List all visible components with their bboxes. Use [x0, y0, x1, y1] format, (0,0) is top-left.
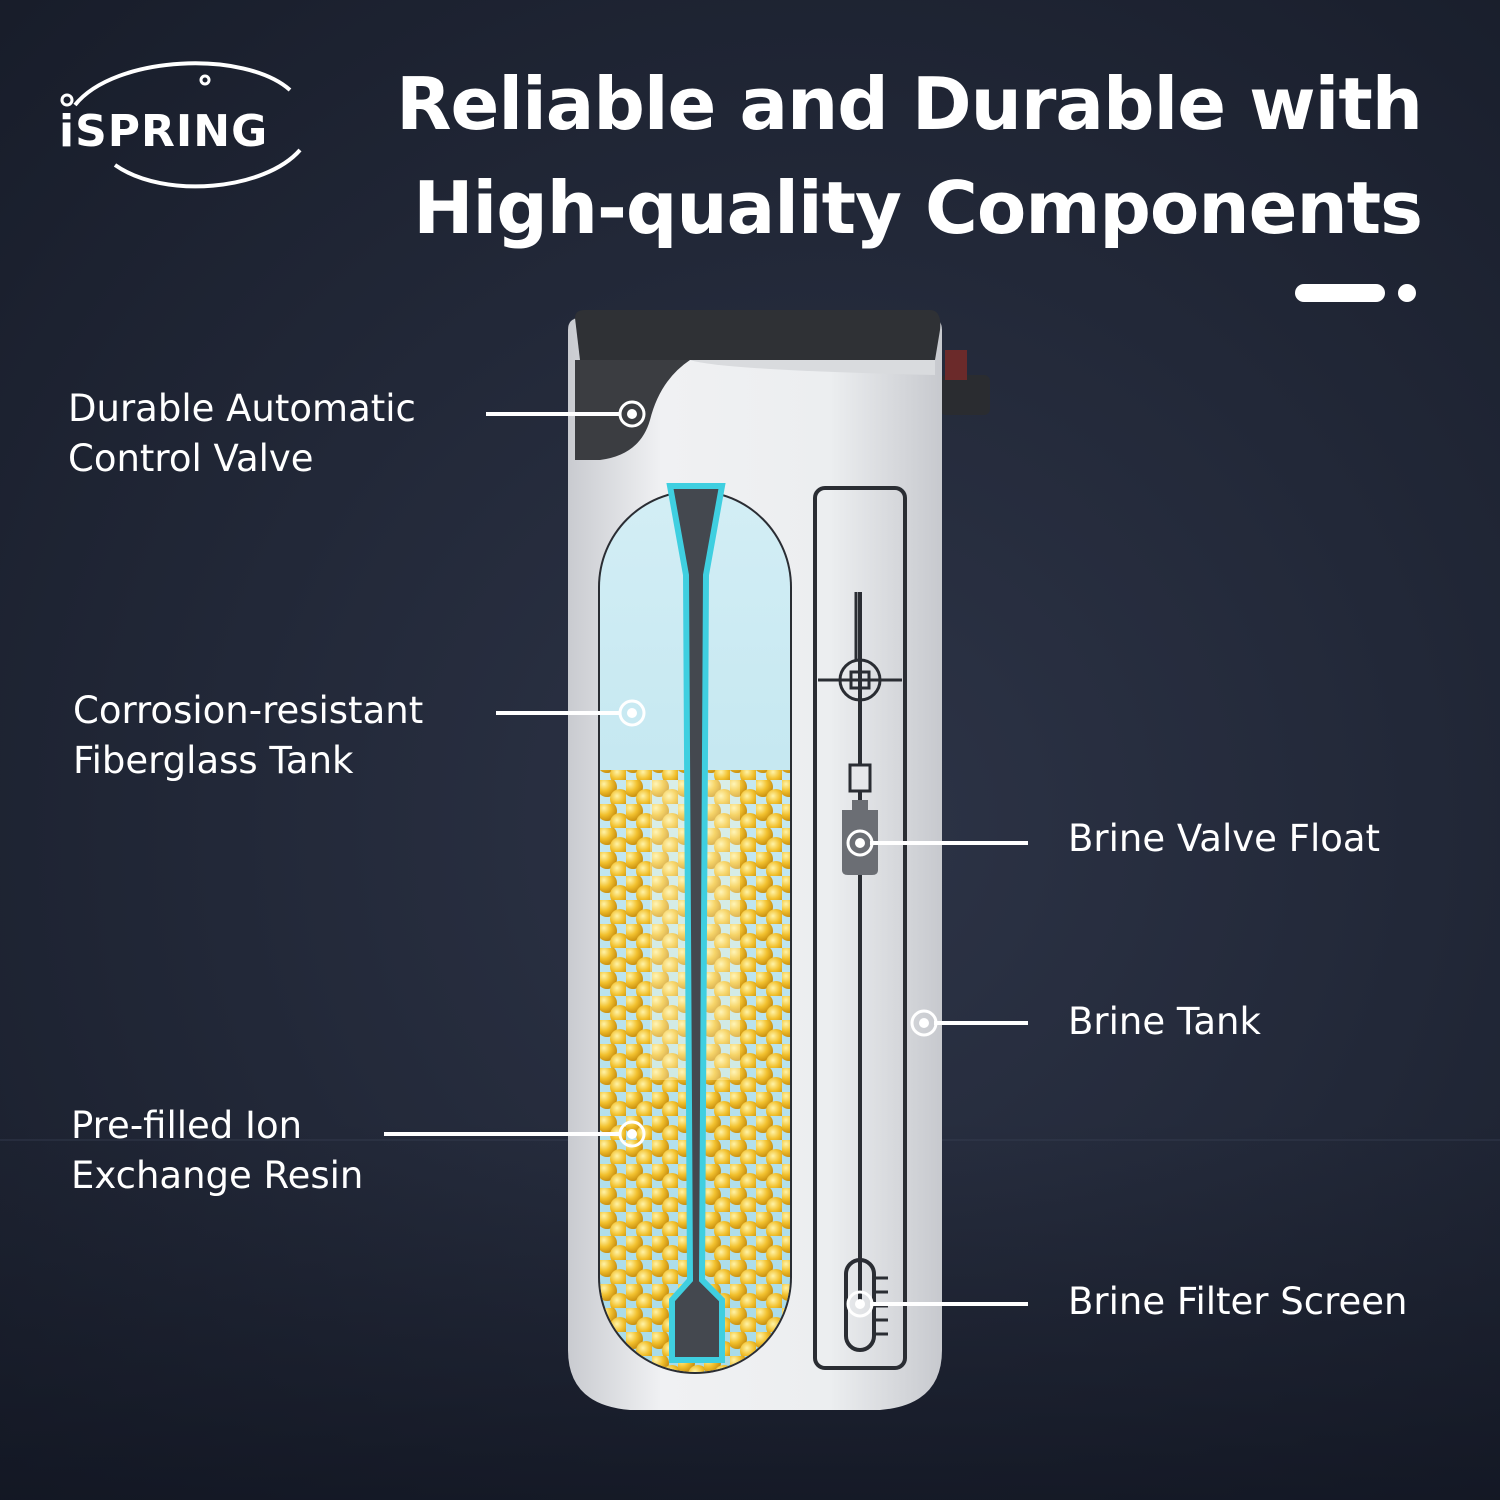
- bypass-connector: [940, 375, 990, 415]
- label-brine-tank: Brine Tank: [1068, 1000, 1261, 1043]
- water-softener-diagram: [568, 310, 990, 1410]
- lid-edge: [690, 360, 935, 375]
- pagination-pill: [1295, 284, 1385, 302]
- headline-line-2: High-quality Components: [413, 166, 1423, 250]
- callout-center-brine-tank: [919, 1018, 929, 1028]
- callout-center-float: [855, 838, 865, 848]
- callout-dot-tank: [618, 699, 646, 727]
- label-fiberglass-tank-line-1: Corrosion-resistant: [73, 689, 424, 732]
- logo-text: iSPRING: [59, 106, 269, 157]
- callout-center-tank: [627, 708, 637, 718]
- brine-well: [813, 486, 907, 1370]
- page-headline: Reliable and Durable with High-quality C…: [342, 52, 1423, 260]
- label-fiberglass-tank-line-2: Fiberglass Tank: [73, 739, 354, 782]
- callout-dot-brine-tank: [910, 1009, 938, 1037]
- label-ion-exchange-resin-line-2: Exchange Resin: [71, 1154, 364, 1197]
- label-control-valve: Durable Automatic Control Valve: [68, 384, 416, 484]
- headline-line-1: Reliable and Durable with: [396, 62, 1423, 146]
- pagination-dot: [1398, 284, 1416, 302]
- drain-fitting: [945, 350, 967, 380]
- riser-tube: [666, 483, 726, 1363]
- label-brine-valve-float: Brine Valve Float: [1068, 817, 1381, 860]
- callout-dot-resin: [618, 1120, 646, 1148]
- label-control-valve-line-2: Control Valve: [68, 437, 314, 480]
- label-brine-filter-screen: Brine Filter Screen: [1068, 1280, 1408, 1323]
- cabinet-lid: [575, 310, 941, 360]
- callout-center-resin: [627, 1129, 637, 1139]
- callout-dot-valve: [618, 400, 646, 428]
- callout-center-valve: [627, 409, 637, 419]
- ispring-logo: iSPRING: [55, 50, 310, 190]
- brine-coupler: [848, 763, 872, 793]
- label-fiberglass-tank: Corrosion-resistant Fiberglass Tank: [73, 686, 423, 786]
- logo-swoosh-icon: [60, 61, 302, 189]
- callout-dot-float: [846, 829, 874, 857]
- label-ion-exchange-resin: Pre-filled Ion Exchange Resin: [71, 1101, 363, 1201]
- filter-screen-grid: [874, 1276, 888, 1336]
- callout-dot-screen: [846, 1290, 874, 1318]
- float-cap: [852, 800, 868, 812]
- label-ion-exchange-resin-line-1: Pre-filled Ion: [71, 1104, 303, 1147]
- label-control-valve-line-1: Durable Automatic: [68, 387, 416, 430]
- brine-valve-body: [849, 670, 871, 690]
- callout-center-screen: [855, 1299, 865, 1309]
